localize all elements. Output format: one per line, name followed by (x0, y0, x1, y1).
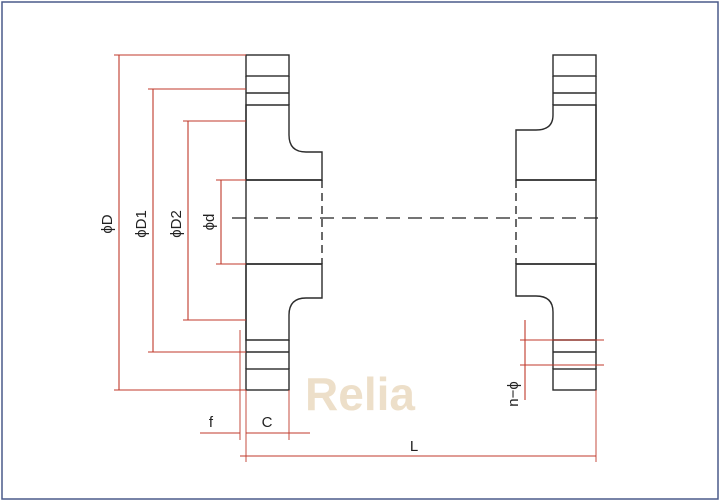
watermark-logo: Relia (305, 368, 415, 420)
left-top-rim (245, 54, 290, 77)
left-lower-body (245, 263, 323, 341)
label-f: f (209, 414, 214, 431)
right-bottom-rim (552, 368, 597, 391)
label-D2: ϕD2 (168, 210, 185, 238)
label-D: ϕD (99, 214, 116, 233)
label-holes: n−ϕ (505, 381, 522, 407)
right-flange (515, 54, 597, 391)
left-bottom-rim (245, 368, 290, 391)
right-top-rim (552, 54, 597, 77)
left-upper-body (245, 104, 323, 181)
left-flange (245, 54, 323, 391)
right-upper-body (515, 104, 597, 181)
right-lower-body (515, 263, 597, 341)
label-L: L (410, 438, 418, 455)
label-d: ϕd (201, 214, 218, 231)
label-D1: ϕD1 (133, 210, 150, 238)
label-C: C (262, 414, 273, 431)
